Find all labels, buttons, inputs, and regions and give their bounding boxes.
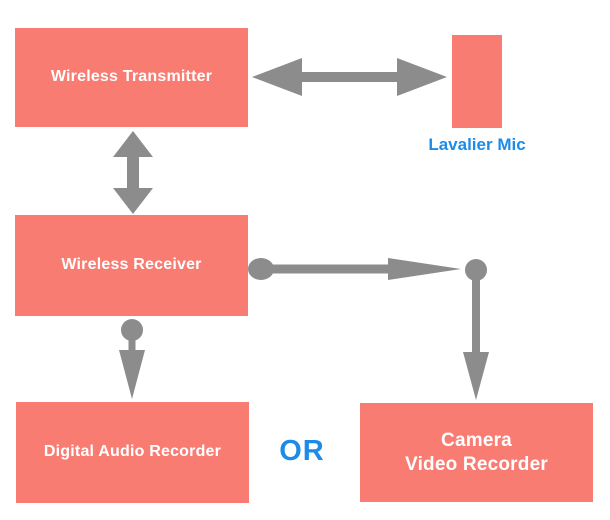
transmitter-receiver-arrow	[113, 131, 153, 214]
node-lavalier-mic	[452, 35, 502, 128]
node-wireless-transmitter-label: Wireless Transmitter	[50, 68, 213, 86]
node-wireless-transmitter: Wireless Transmitter	[15, 28, 248, 127]
node-digital-audio-recorder: Digital Audio Recorder	[16, 402, 249, 503]
lavalier-mic-label: Lavalier Mic	[428, 135, 526, 154]
node-camera-label-line1: Camera	[441, 429, 512, 451]
transmitter-mic-arrow	[252, 58, 447, 96]
receiver-recorder-connector	[119, 319, 145, 399]
node-camera-video-recorder: Camera Video Recorder	[360, 403, 593, 502]
node-digital-audio-recorder-label: Digital Audio Recorder	[43, 443, 222, 461]
or-label: OR	[279, 435, 325, 467]
node-wireless-receiver: Wireless Receiver	[15, 215, 248, 316]
node-wireless-receiver-label: Wireless Receiver	[61, 256, 202, 274]
node-camera-label-line2: Video Recorder	[405, 453, 548, 475]
receiver-camera-connector	[248, 258, 489, 400]
